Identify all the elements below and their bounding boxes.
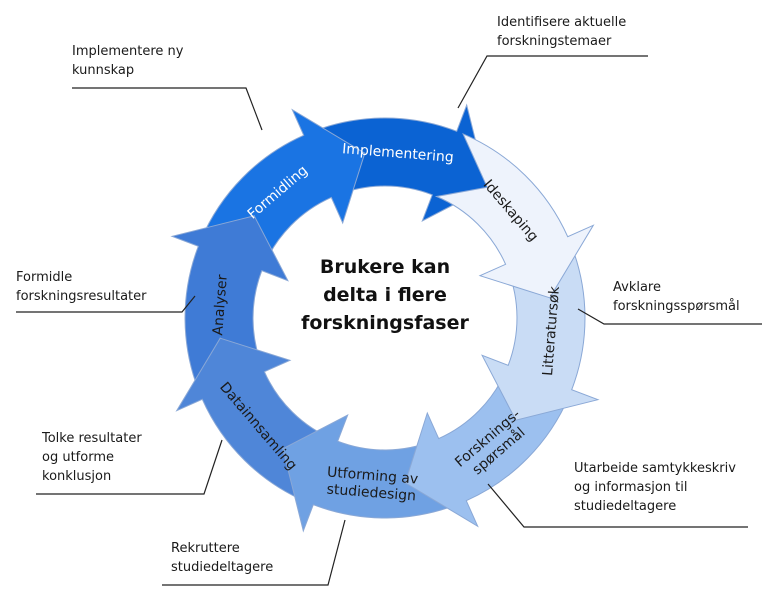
segment-label-group-analyser: Analyser (210, 274, 231, 336)
leader-implementere (72, 87, 263, 131)
leader-tolke (36, 439, 223, 495)
callout-tolke: Tolke resultater og utforme konklusjon (41, 431, 146, 484)
segment-label-line: Litteratursøk (540, 285, 563, 377)
leader-rekruttere (162, 519, 346, 586)
cycle-segment-litteratursok (481, 241, 600, 421)
segment-label-line: Utforming av (326, 464, 418, 487)
segment-label-group-utforming: Utforming avstudiedesign (325, 464, 419, 504)
segment-label-utforming: Utforming avstudiedesign (325, 464, 419, 504)
leader-utarbeide (487, 483, 748, 528)
center-line-1: Brukere kan (320, 256, 450, 278)
callout-identifisere: Identifisere aktuelle forskningstemaer (497, 15, 630, 49)
callout-rekruttere: Rekruttere studiedeltagere (171, 541, 273, 575)
cycle-segment-ideskaping (434, 132, 595, 299)
cycle-segment-utforming (282, 414, 462, 533)
callout-formidle: Formidle forskningsresultater (16, 270, 147, 304)
cycle-segments (170, 103, 600, 533)
cycle-segment-formidling (199, 108, 366, 269)
callout-leaders (16, 55, 762, 586)
leader-avklare (577, 308, 762, 325)
center-line-2: delta i flere (323, 284, 447, 306)
segment-label-line: Analyser (210, 274, 231, 336)
cycle-segment-analyser (170, 215, 289, 395)
cycle-segment-datainnsamling (175, 337, 336, 504)
center-title: Brukere kan delta i flere forskningsfase… (301, 256, 469, 334)
callout-implementere: Implementere ny kunnskap (72, 44, 188, 78)
segment-label-group-litteratursok: Litteratursøk (540, 285, 563, 377)
segment-label-litteratursok: Litteratursøk (540, 285, 563, 377)
leader-formidle (16, 295, 196, 313)
segment-label-analyser: Analyser (210, 274, 231, 336)
cycle-segment-forskningssporsmal (404, 367, 571, 528)
callout-utarbeide: Utarbeide samtykkeskriv og informasjon t… (574, 461, 740, 514)
callouts: Identifisere aktuelle forskningstemaer A… (16, 15, 740, 575)
center-line-3: forskningsfaser (301, 312, 469, 334)
leader-identifisere (457, 55, 648, 109)
segment-label-line: studiedesign (326, 481, 416, 504)
callout-avklare: Avklare forskningsspørsmål (613, 280, 740, 314)
